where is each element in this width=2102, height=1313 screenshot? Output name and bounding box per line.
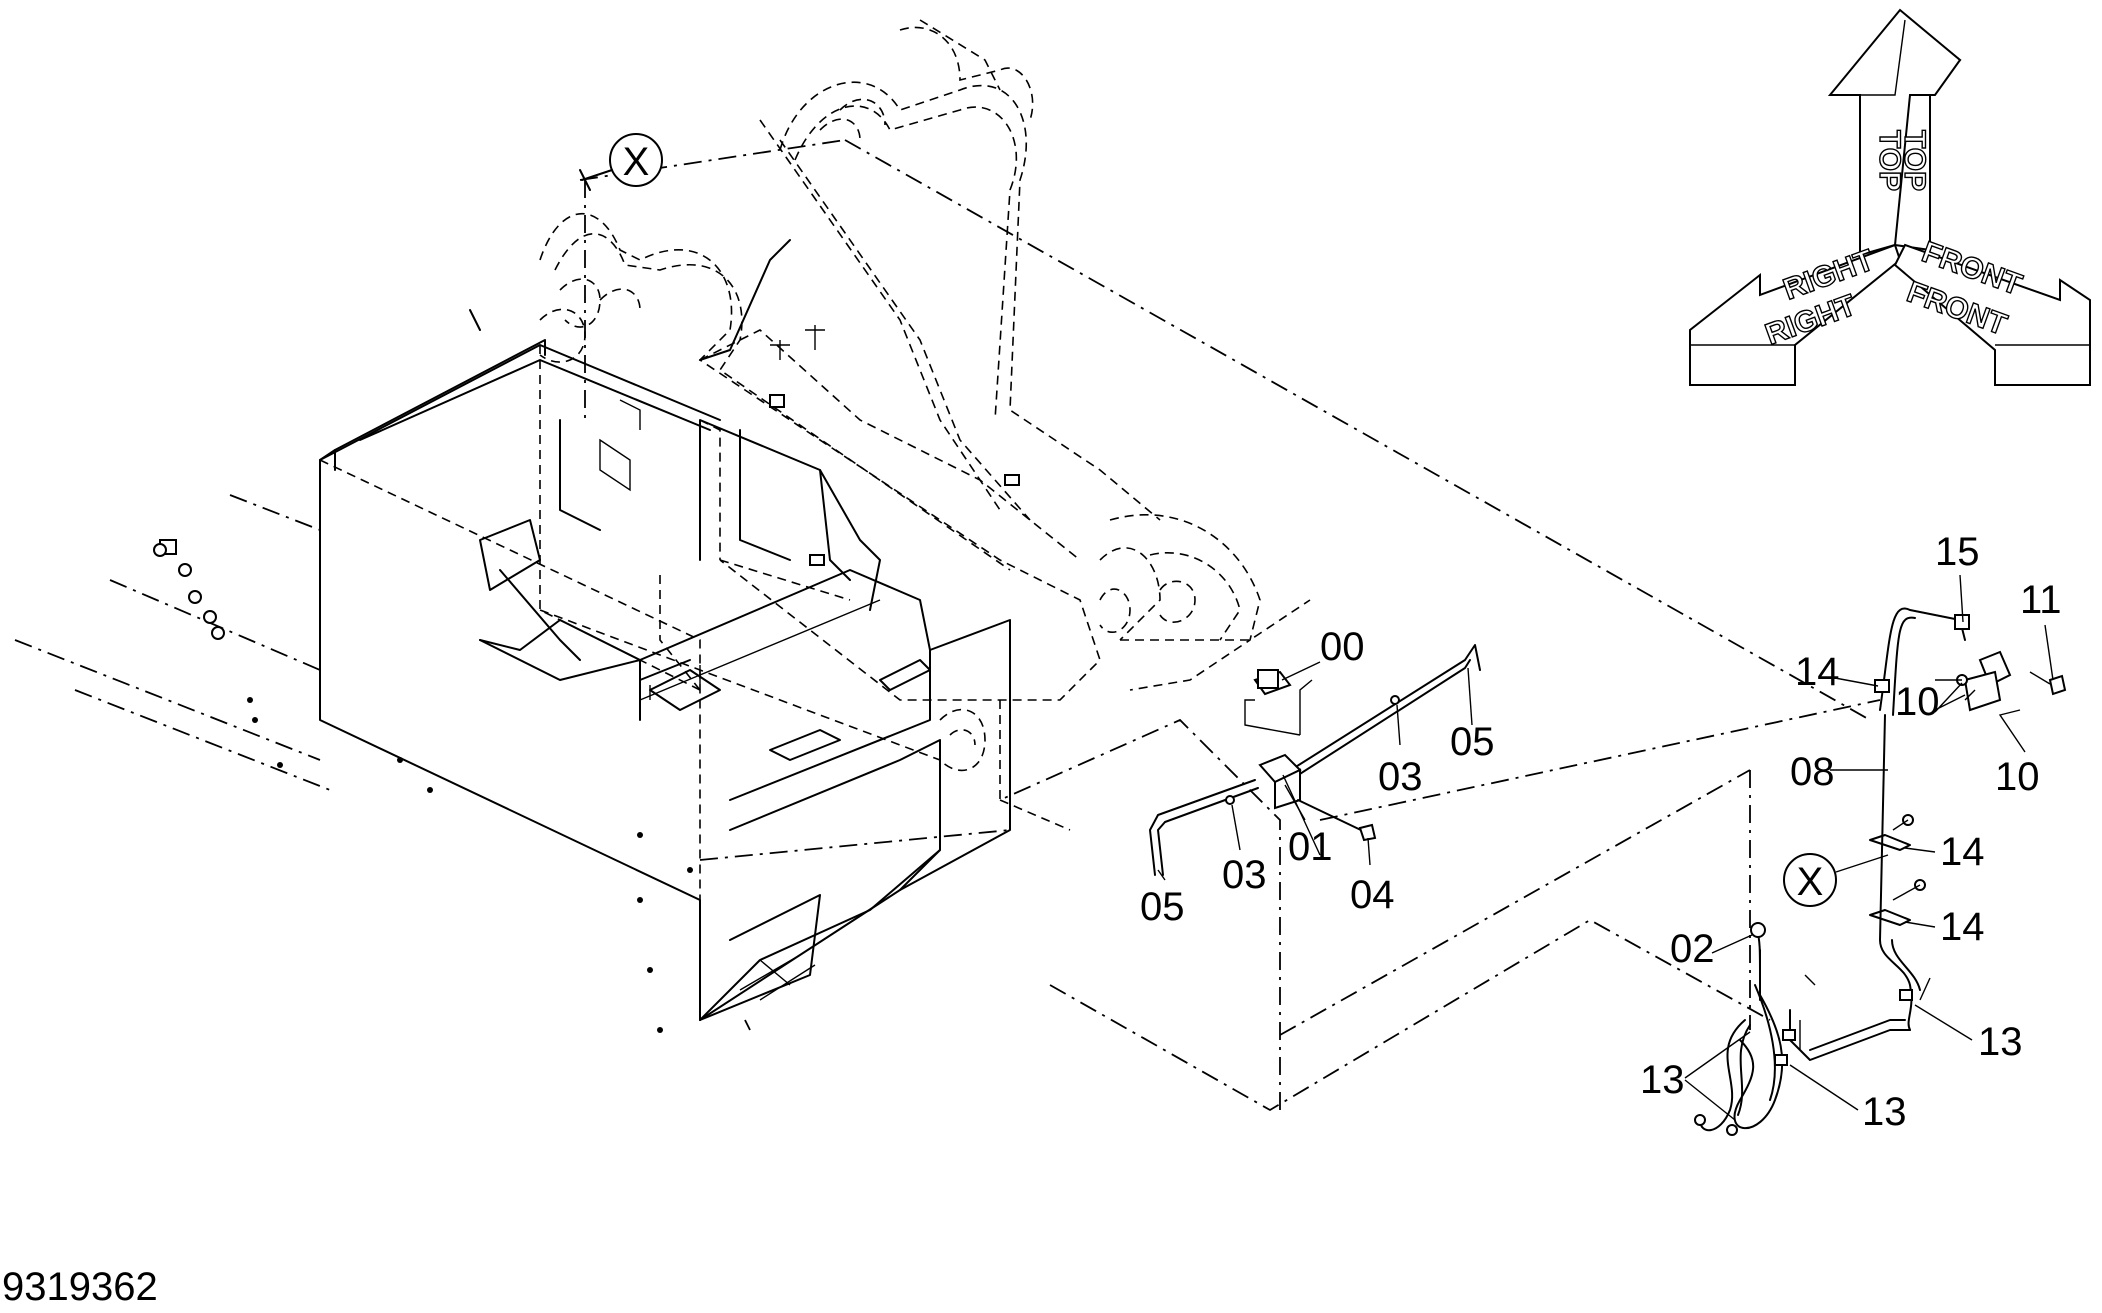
orientation-top-label: TOP	[1898, 130, 1931, 191]
callout-00: 00	[1320, 625, 1365, 669]
orientation-indicator: TOP TOP RIGHT RIGHT FRONT FRONT	[1689, 8, 2091, 386]
detail-marker-x-top: X	[581, 133, 663, 187]
callout-14-low: 14	[1940, 905, 1985, 949]
callout-03-lower: 03	[1222, 853, 1267, 897]
wiring-harness	[1694, 607, 2067, 1136]
detail-marker-label: X	[623, 140, 650, 184]
callout-05-upper: 05	[1450, 720, 1495, 764]
callout-01: 01	[1288, 825, 1333, 869]
callout-03-upper: 03	[1378, 755, 1423, 799]
orientation-top-label-2: TOP	[1873, 130, 1906, 191]
callout-15: 15	[1935, 530, 1980, 574]
callout-05-lower: 05	[1140, 885, 1185, 929]
machine-frame-drawing	[14, 325, 1020, 1033]
callout-02: 02	[1670, 927, 1715, 971]
callout-labels: 00 05 03 01 03 04 05 15 11 14 10 10 08 1…	[1140, 530, 2062, 1134]
callout-13-right: 13	[1978, 1020, 2023, 1064]
detail-marker-x-right: X	[1783, 853, 1889, 907]
detail-marker-label-2: X	[1797, 860, 1824, 904]
callout-10-left: 10	[1895, 680, 1940, 724]
drawing-number: 9319362	[2, 1265, 158, 1309]
callout-13-left: 13	[1640, 1058, 1685, 1102]
leader-lines	[1157, 574, 2054, 1121]
callout-14-mid: 14	[1940, 830, 1985, 874]
loader-arm-phantom	[469, 19, 1311, 831]
callout-14-top: 14	[1795, 650, 1840, 694]
callout-13-bottom: 13	[1862, 1090, 1907, 1134]
callout-11: 11	[2020, 578, 2062, 622]
callout-08: 08	[1790, 750, 1835, 794]
callout-10-right: 10	[1995, 755, 2040, 799]
callout-04: 04	[1350, 873, 1395, 917]
